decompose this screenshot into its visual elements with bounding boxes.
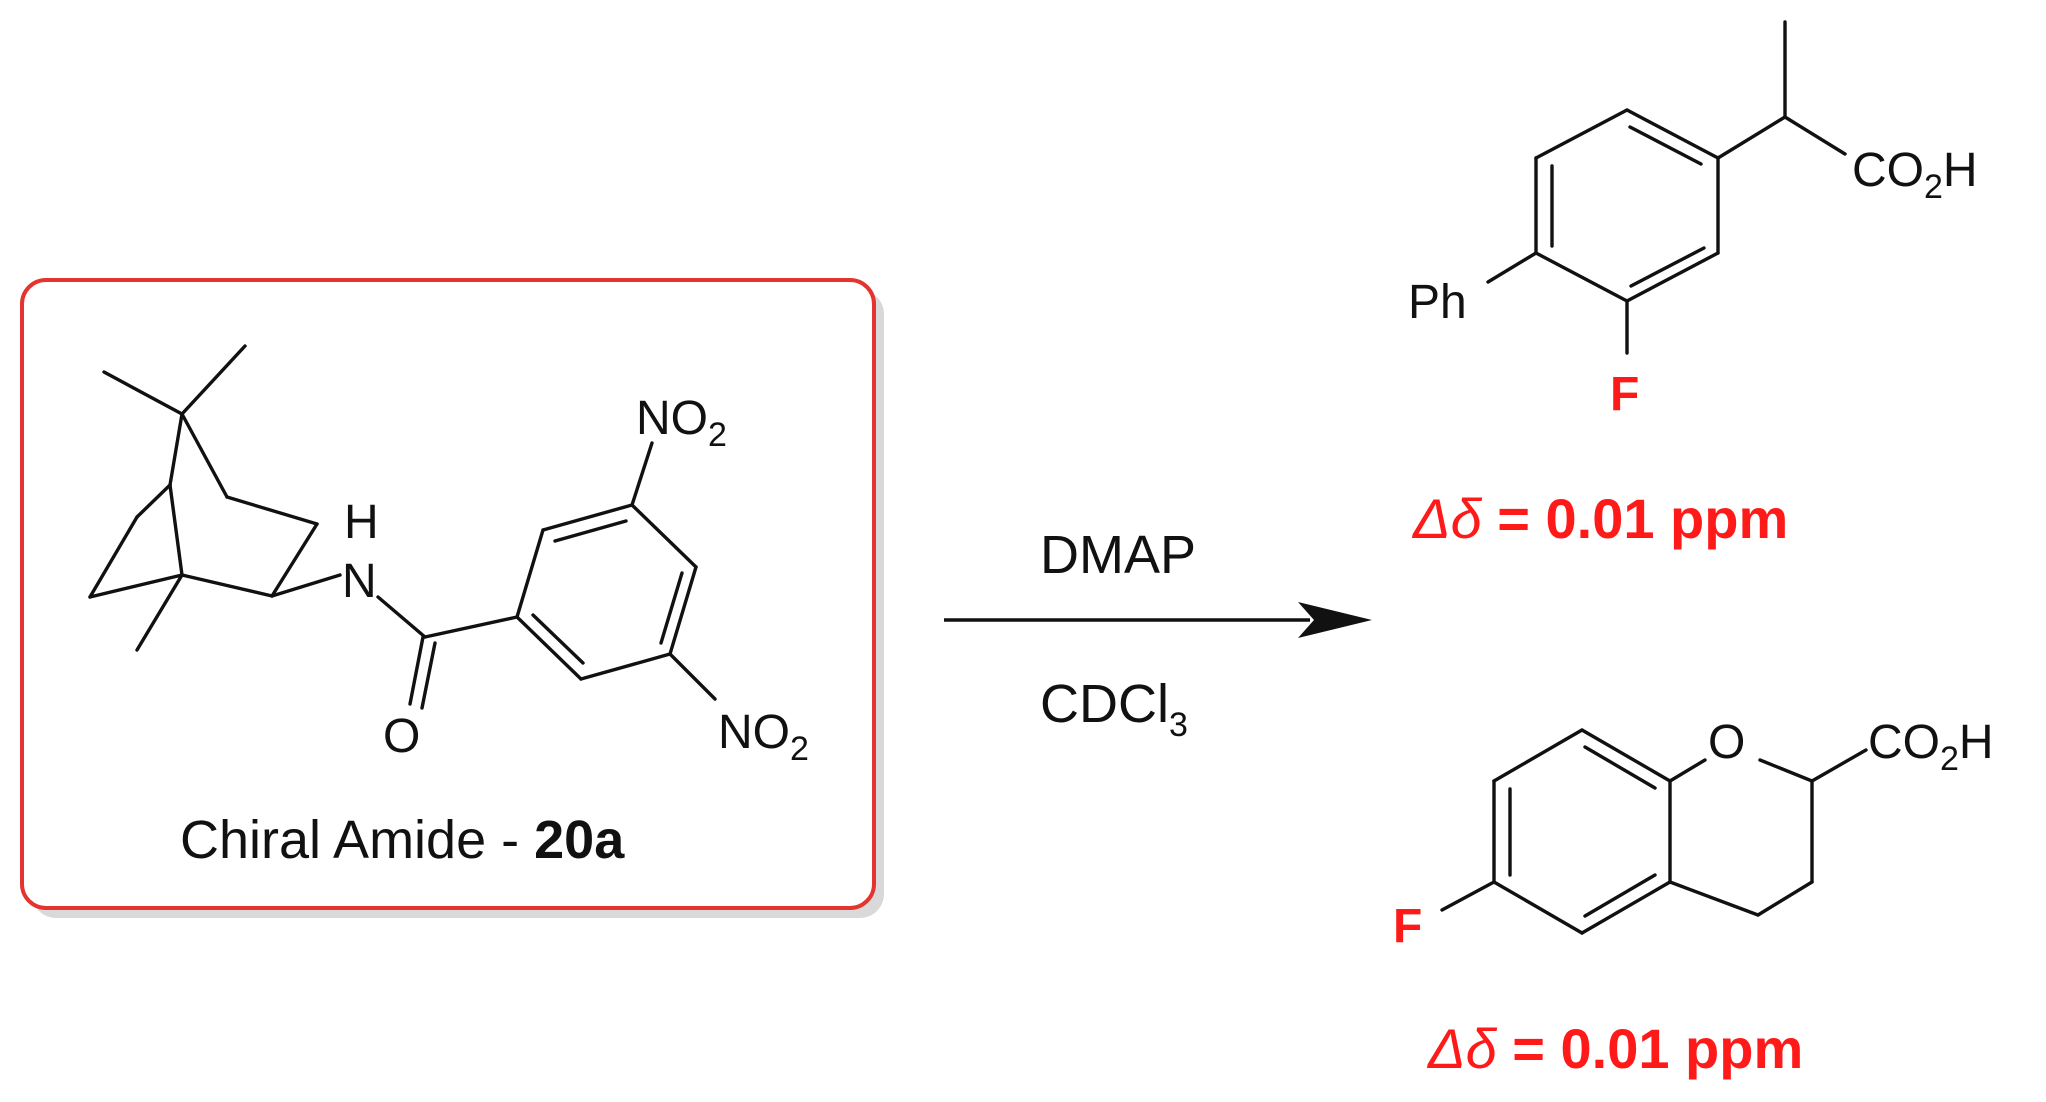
bond (1583, 873, 1657, 918)
acid-subscript: 2 (1940, 740, 1959, 778)
compound-number: 20a (534, 810, 625, 870)
bond (1668, 758, 1707, 783)
acid-subscript: 2 (1924, 168, 1943, 206)
amide-h-label: H (344, 496, 379, 549)
bond (376, 595, 427, 639)
product-2-fluorine-label: F (1393, 900, 1422, 953)
bond (1534, 251, 1629, 303)
caption-prefix: Chiral Amide - (180, 810, 534, 870)
product-1-structure (1486, 20, 1847, 355)
starting-material-box (20, 278, 884, 918)
bond (659, 571, 684, 645)
bond (541, 503, 634, 532)
nitro-bottom-label: NO2 (718, 706, 809, 768)
bond (668, 565, 698, 656)
bond (1580, 728, 1672, 783)
delta-value: = 0.01 ppm (1497, 1017, 1804, 1080)
bond (531, 613, 585, 665)
bond (88, 515, 139, 599)
bond (1580, 880, 1672, 935)
bond (1492, 880, 1584, 935)
acid-prefix: CO (1852, 144, 1924, 197)
nitro-top-prefix: NO (636, 392, 708, 445)
bond (579, 652, 672, 681)
bond (1583, 745, 1657, 790)
bond (1783, 115, 1847, 156)
product-2-acid-label: CO2H (1868, 716, 1994, 778)
bond (1668, 880, 1760, 917)
nitro-bottom-prefix: NO (718, 706, 790, 759)
product-2-ring-oxygen-label: O (1708, 716, 1745, 769)
product-2-structure (1440, 728, 1868, 935)
bond (668, 652, 717, 701)
reaction-arrow (944, 602, 1372, 638)
bond (1716, 115, 1787, 160)
bond (180, 573, 274, 598)
bond (1534, 108, 1629, 160)
bond (423, 615, 519, 639)
bond (630, 441, 654, 507)
bond (1758, 758, 1814, 783)
bond (1810, 748, 1868, 783)
nitro-bottom-subscript: 2 (790, 730, 809, 768)
bond (180, 412, 229, 499)
solvent-prefix: CDCl (1040, 674, 1169, 734)
solvent-label: CDCl3 (1040, 674, 1188, 744)
bond (270, 522, 319, 598)
bond (135, 573, 184, 652)
acid-prefix: CO (1868, 716, 1940, 769)
bond (630, 503, 698, 569)
nitro-top-subscript: 2 (708, 416, 727, 454)
solvent-subscript: 3 (1169, 706, 1188, 744)
arrow-head (1298, 602, 1372, 638)
bond (1625, 108, 1720, 160)
starting-material-caption: Chiral Amide - 20a (180, 810, 625, 870)
nitro-top-label: NO2 (636, 392, 727, 454)
bond (225, 495, 319, 526)
bond (515, 615, 583, 681)
product-1-ph-label: Ph (1408, 276, 1467, 329)
bond (1628, 125, 1703, 166)
product-2-delta: Δδ = 0.01 ppm (1426, 1017, 1803, 1080)
delta-symbol: Δδ (1411, 487, 1483, 550)
bond (553, 519, 628, 543)
bond (1625, 251, 1720, 303)
product-1-acid-label: CO2H (1852, 144, 1978, 206)
acid-suffix: H (1943, 144, 1978, 197)
bond (102, 370, 184, 416)
bond (88, 573, 184, 599)
bond (1756, 880, 1814, 917)
bond (135, 483, 172, 519)
box-border (20, 278, 876, 910)
bond (1629, 246, 1706, 288)
bond (168, 412, 184, 487)
bond (1492, 728, 1584, 783)
bond (1440, 880, 1496, 912)
delta-symbol: Δδ (1426, 1017, 1498, 1080)
acid-suffix: H (1959, 716, 1994, 769)
bond (515, 528, 545, 619)
bond (408, 635, 425, 706)
bond (420, 641, 437, 710)
bond (168, 483, 184, 577)
product-1-fluorine-label: F (1610, 368, 1639, 421)
bond (270, 573, 342, 598)
chiral-amide-structure (88, 344, 717, 710)
carbonyl-o-label: O (383, 710, 420, 763)
bond (180, 344, 247, 416)
delta-value: = 0.01 ppm (1482, 487, 1789, 550)
amide-n-label: N (342, 555, 377, 608)
bond (1486, 251, 1538, 284)
product-1-delta: Δδ = 0.01 ppm (1411, 487, 1788, 550)
reagent-label: DMAP (1040, 525, 1196, 585)
